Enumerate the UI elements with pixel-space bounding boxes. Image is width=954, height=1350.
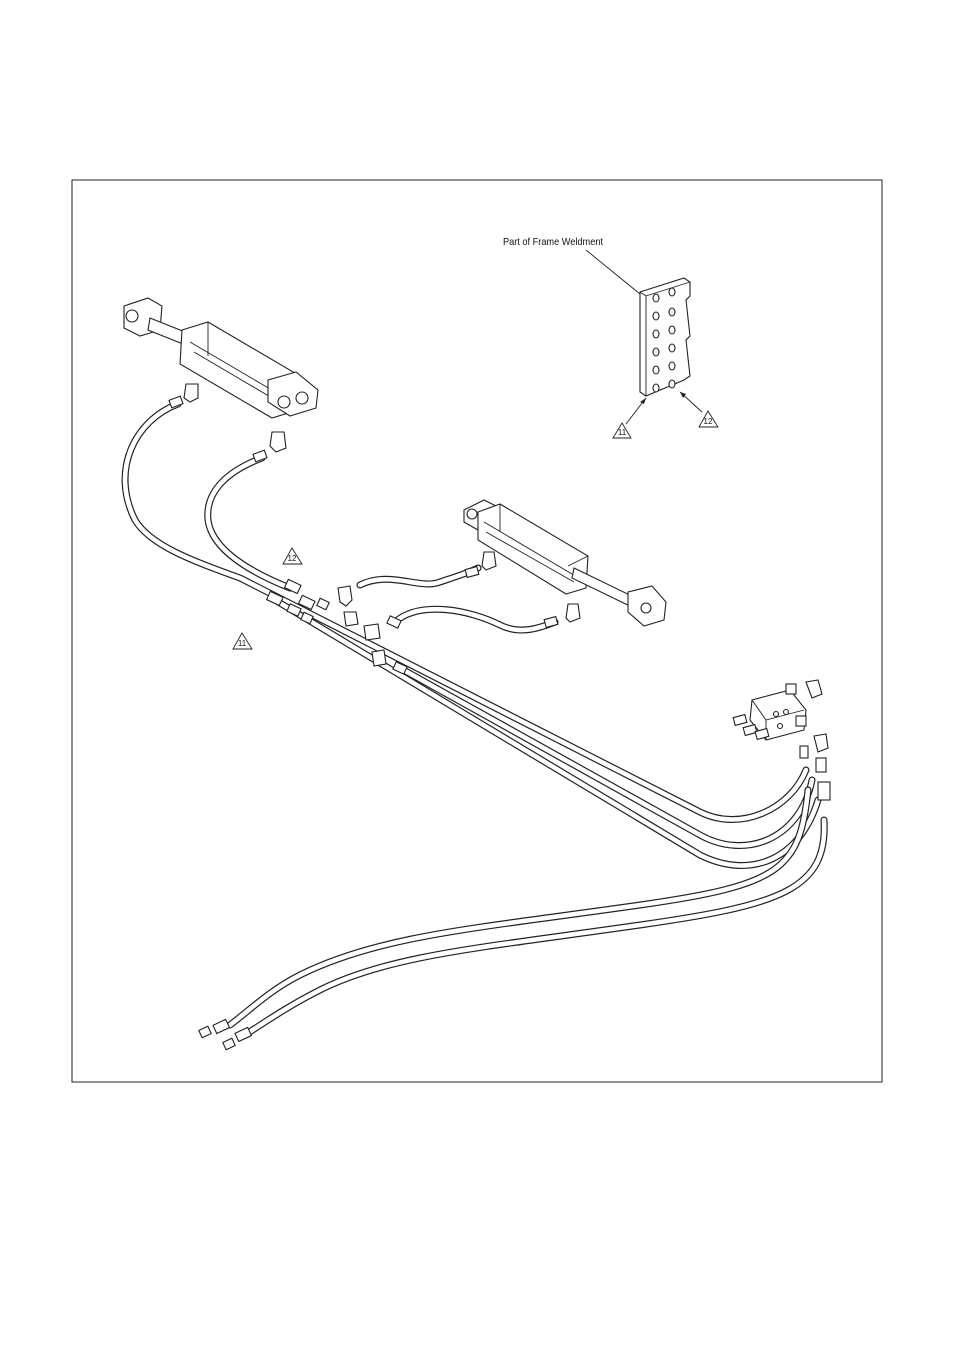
callout-12-hose: 12: [283, 548, 302, 564]
frame-weldment-label: Part of Frame Weldment: [503, 236, 603, 248]
callout-frame-weldment: Part of Frame Weldment: [503, 236, 640, 294]
hoses: [125, 404, 824, 1035]
callout-11-plate: 11: [613, 398, 646, 438]
left-hydraulic-cylinder: [124, 298, 318, 462]
hose-h: [245, 820, 824, 1035]
callout-12-plate: 12: [680, 392, 718, 427]
frame-weldment-plate: [640, 278, 690, 396]
hose-e: [360, 568, 478, 585]
item-number-12: 12: [288, 554, 297, 563]
right-hydraulic-cylinder: [464, 500, 666, 626]
hose-f: [395, 609, 555, 630]
item-number-11: 11: [238, 639, 247, 648]
callout-11-hose: 11: [233, 633, 252, 649]
item-number-11: 11: [618, 428, 627, 437]
item-number-12: 12: [704, 417, 713, 426]
hose-ends-lower-left: [199, 1019, 252, 1049]
valve-block: [733, 680, 830, 800]
